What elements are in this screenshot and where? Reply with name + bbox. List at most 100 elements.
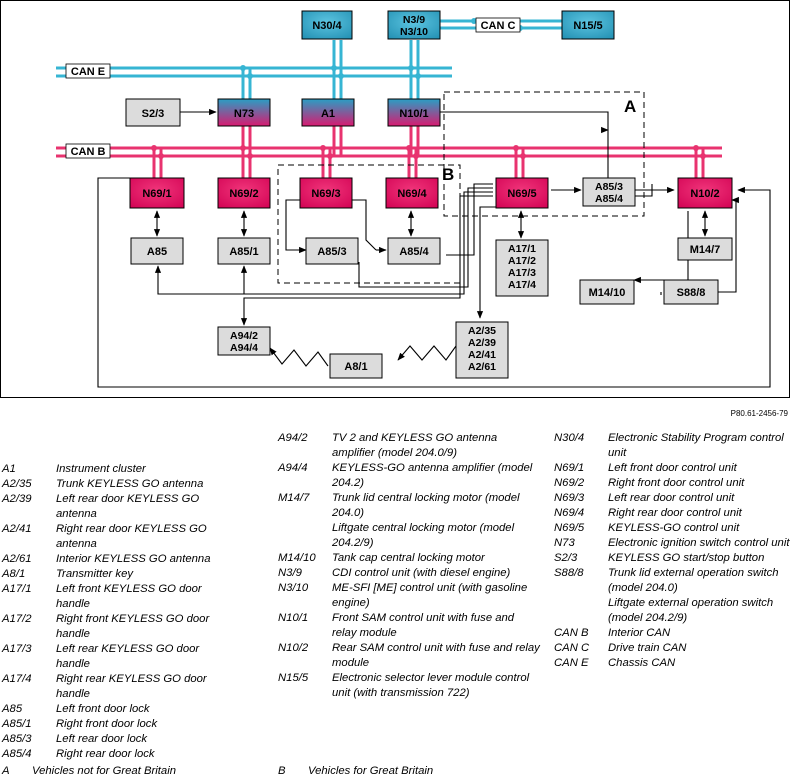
node-a85-3: A85/3 xyxy=(305,237,359,265)
legend-code: A85/4 xyxy=(2,748,32,760)
legend-code: CAN C xyxy=(554,642,590,654)
node-a1: A1 xyxy=(301,98,355,127)
connection-lines xyxy=(97,108,771,388)
legend-description: Liftgate external operation switch (mode… xyxy=(608,597,774,624)
legend-description: Right front KEYLESS GO door handle xyxy=(56,613,210,640)
document-reference: P80.61-2456-79 xyxy=(730,409,788,418)
node-a85-3-a85-4-top: A85/3 A85/4 xyxy=(582,177,636,207)
node-s88-8-label: S88/8 xyxy=(677,287,706,299)
node-a17-2-label: A17/2 xyxy=(508,255,536,267)
node-n3-9-n3-10: N3/9 N3/10 xyxy=(387,10,441,40)
node-m14-7: M14/7 xyxy=(677,237,733,261)
node-s2-3-label: S2/3 xyxy=(142,108,165,120)
legend-code xyxy=(554,596,608,626)
legend-code: A17/4 xyxy=(2,673,32,685)
node-n3-9-label: N3/9 xyxy=(403,14,425,26)
node-a17-4-label: A17/4 xyxy=(508,279,536,291)
legend-code: N73 xyxy=(554,537,575,549)
legend-description: Rear SAM control unit with fuse and rela… xyxy=(332,642,540,669)
legend-code: A2/39 xyxy=(2,493,32,505)
footnote-code: B xyxy=(278,765,286,777)
legend-description: Left front door lock xyxy=(56,703,150,715)
legend-code: N69/3 xyxy=(554,492,585,504)
legend-description: Left rear door control unit xyxy=(608,492,735,504)
node-a85-1: A85/1 xyxy=(217,237,271,265)
legend-code: A94/4 xyxy=(278,462,308,474)
node-n69-4-label: N69/4 xyxy=(397,188,427,200)
footnote-description: Vehicles for Great Britain xyxy=(308,765,434,777)
node-m14-10-label: M14/10 xyxy=(589,287,626,299)
node-a85-4-label: A85/4 xyxy=(399,246,429,258)
legend-code: A2/35 xyxy=(2,478,32,490)
legend-entry: Liftgate central locking motor (model 20… xyxy=(278,521,540,551)
node-n69-3: N69/3 xyxy=(299,177,353,209)
legend-code: N69/4 xyxy=(554,507,585,519)
node-n10-2-label: N10/2 xyxy=(690,188,719,200)
legend-code: N15/5 xyxy=(278,672,309,684)
node-m14-10: M14/10 xyxy=(579,279,635,305)
node-n69-1-label: N69/1 xyxy=(142,188,171,200)
node-n69-2: N69/2 xyxy=(217,177,271,209)
legend-code: M14/7 xyxy=(278,492,310,504)
legend-code: S88/8 xyxy=(554,567,584,579)
can-e-label: CAN E xyxy=(71,66,105,78)
legend-description: CDI control unit (with diesel engine) xyxy=(332,567,511,579)
legend-code: A8/1 xyxy=(2,568,26,580)
node-s88-8: S88/8 xyxy=(663,279,719,305)
node-n73-label: N73 xyxy=(234,108,254,120)
legend-entry: M14/7 Trunk lid central locking motor (mo… xyxy=(278,491,540,521)
region-a-label: A xyxy=(624,97,636,116)
legend-code: CAN E xyxy=(554,657,589,669)
legend-code: A2/41 xyxy=(2,523,32,535)
legend-entry: A2/35 Trunk KEYLESS GO antenna xyxy=(2,477,232,492)
node-m14-7-label: M14/7 xyxy=(690,244,721,256)
footnote: B Vehicles for Great Britain xyxy=(278,765,433,777)
legend-code: A17/2 xyxy=(2,613,32,625)
legend-code: A2/61 xyxy=(2,553,32,565)
node-a85-4: A85/4 xyxy=(387,237,441,265)
legend-description: Trunk lid central locking motor (model 2… xyxy=(332,492,520,519)
legend-description: Trunk KEYLESS GO antenna xyxy=(56,478,204,490)
node-a85-3-label: A85/3 xyxy=(317,246,346,258)
node-s2-3: S2/3 xyxy=(125,98,181,127)
legend-description: Electronic Stability Program control uni… xyxy=(608,432,784,459)
legend-description: Right rear door control unit xyxy=(608,507,742,519)
node-n69-3-label: N69/3 xyxy=(311,188,340,200)
can-b-label: CAN B xyxy=(71,146,106,158)
legend-description: Left rear KEYLESS GO door handle xyxy=(56,643,200,670)
can-e-label-box xyxy=(65,63,111,79)
node-n10-1: N10/1 xyxy=(387,98,441,127)
node-a8-1-label: A8/1 xyxy=(344,361,367,373)
node-a85-4-top-label: A85/4 xyxy=(595,193,623,205)
legend-description: Electronic ignition switch control unit xyxy=(608,537,790,549)
legend-code: N69/1 xyxy=(554,462,585,474)
node-n10-1-label: N10/1 xyxy=(399,108,428,120)
node-a2-39-label: A2/39 xyxy=(468,337,496,349)
node-a85-label: A85 xyxy=(147,246,167,258)
legend-code: N10/2 xyxy=(278,642,309,654)
footnote-code: A xyxy=(2,765,10,777)
legend-code: A17/1 xyxy=(2,583,32,595)
legend-description: Instrument cluster xyxy=(56,463,146,475)
region-b-label: B xyxy=(442,165,454,184)
legend-code xyxy=(278,521,332,551)
legend-code: A85/3 xyxy=(2,733,32,745)
node-a94-2-label: A94/2 xyxy=(230,330,258,342)
legend-code: N3/10 xyxy=(278,582,309,594)
